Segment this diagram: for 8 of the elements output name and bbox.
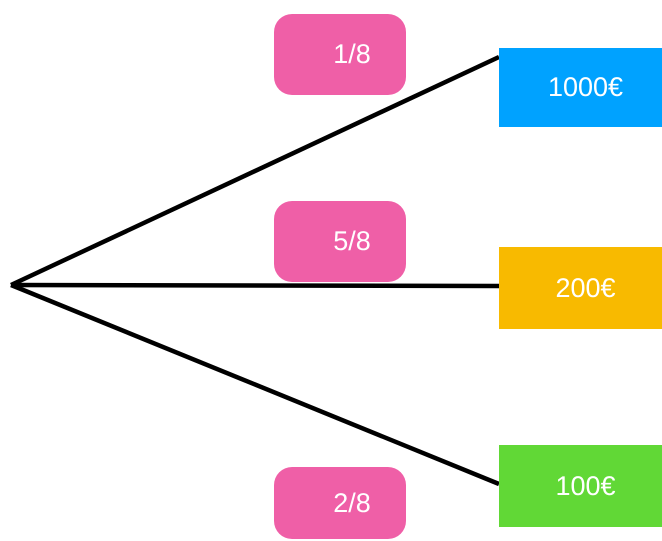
outcome-box: 200€ xyxy=(499,247,662,329)
probability-tag: 2/8 xyxy=(274,467,406,539)
outcome-box: 100€ xyxy=(499,445,662,527)
branch-line xyxy=(10,282,500,486)
outcome-box: 1000€ xyxy=(499,48,662,127)
probability-tag: 1/8 xyxy=(274,14,406,95)
probability-tag: 5/8 xyxy=(274,201,406,282)
branch-line xyxy=(10,54,500,288)
